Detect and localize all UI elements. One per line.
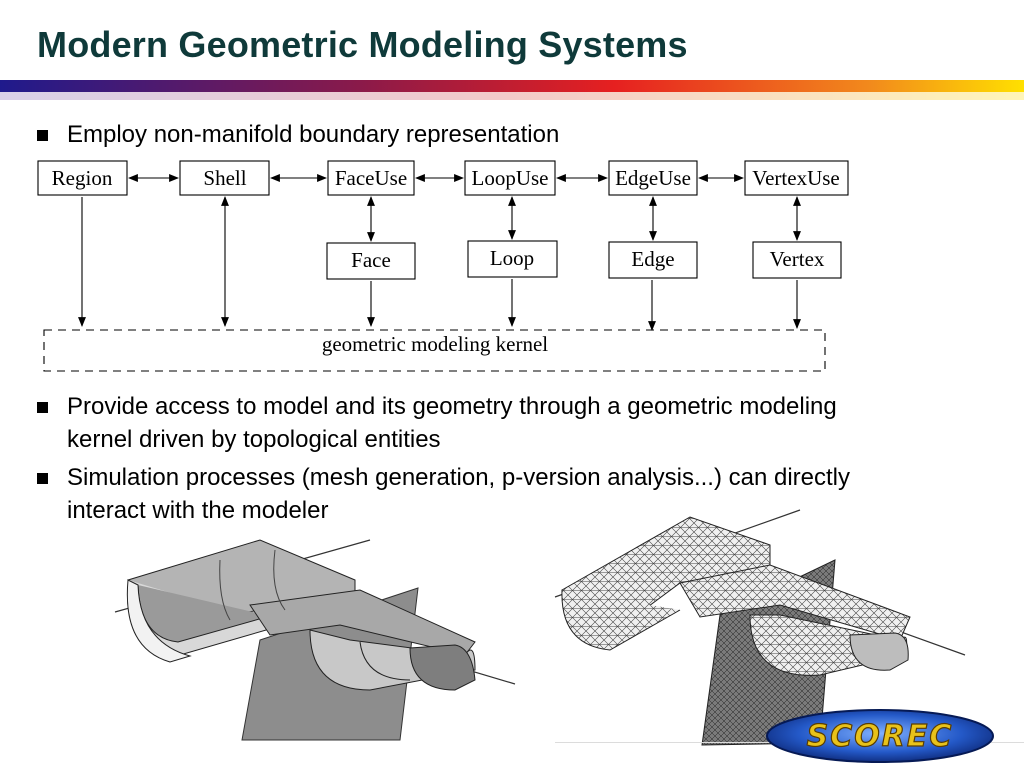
bullet-3-text: Simulation processes (mesh generation, p… [67,464,851,524]
loopuse-box [464,160,556,196]
scorec-logo-text: SCOREC [807,719,954,754]
bullet-square-icon [37,130,48,141]
faceuse-box [327,160,415,196]
shell-label: Shell [203,166,246,190]
kernel-label: geometric modeling kernel [322,332,548,356]
bullet-2-text: Provide access to model and its geometry… [67,393,837,453]
title-divider-bar [0,80,1024,100]
slide-title: Modern Geometric Modeling Systems [37,24,688,65]
edge-box [608,241,698,279]
scorec-logo-icon: SCOREC [766,709,994,763]
edge-label: Edge [631,247,674,271]
loop-box [467,240,558,278]
bullet-square-icon [37,473,48,484]
vertex-label: Vertex [770,247,825,271]
vertexuse-box [744,160,849,196]
solid-model-image [114,539,516,741]
region-label: Region [52,166,113,190]
vertexuse-label: VertexUse [752,166,839,190]
face-box [326,242,416,280]
meshed-model-image [554,509,966,746]
bullet-square-icon [37,402,48,413]
region-box [37,160,128,196]
edgeuse-label: EdgeUse [615,166,691,190]
loop-label: Loop [490,246,534,270]
shell-box [179,160,270,196]
faceuse-label: FaceUse [335,166,407,190]
edgeuse-box [608,160,698,196]
bullet-1-text: Employ non-manifold boundary representat… [67,121,560,148]
kernel-dashed-box [43,329,826,372]
face-label: Face [351,248,391,272]
scorec-logo: SCOREC [555,700,1024,768]
loopuse-label: LoopUse [472,166,549,190]
topology-diagram: Region Shell FaceUse LoopUse EdgeUse Ver… [37,160,849,372]
vertex-box [752,241,842,279]
